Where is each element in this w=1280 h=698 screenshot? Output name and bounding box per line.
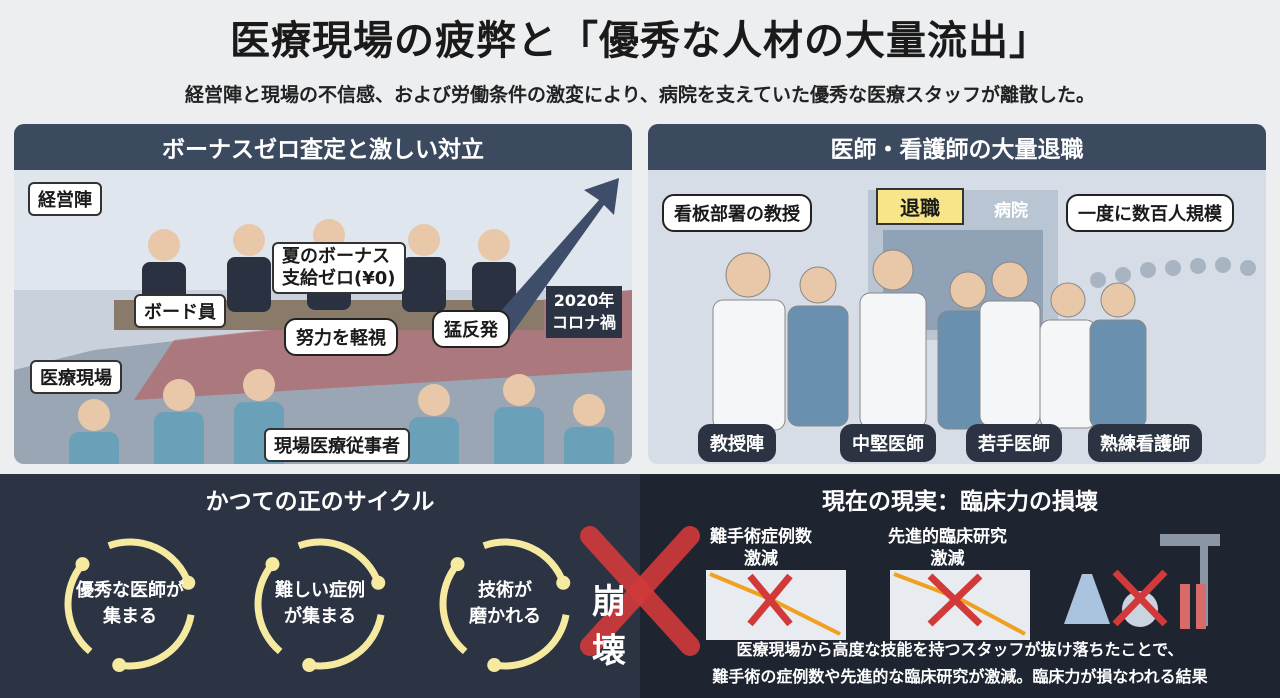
board-member-tag: ボード員: [134, 294, 226, 328]
frontline-staff-tag: 現場医療従事者: [264, 428, 410, 462]
research-decline-chart: [890, 570, 1030, 640]
decline-charts: [706, 534, 1220, 640]
disregard-bubble: 努力を軽視: [284, 318, 398, 356]
conclusion-line-2: 難手術の症例数や先進的な臨床研究が激減。臨床力が損なわれる結果: [712, 667, 1208, 686]
frontline-tag: 医療現場: [30, 360, 122, 394]
cycle-arrow-icon: [482, 538, 567, 585]
cycle-arrowhead: [371, 575, 386, 590]
resign-sign: 退職: [876, 188, 964, 225]
staff-label: 中堅医師: [840, 424, 936, 462]
cycle-arrowhead: [487, 658, 502, 673]
cycle-diagram: [64, 538, 571, 673]
page-subtitle: 経営陣と現場の不信感、および労働条件の激変により、病院を支えていた優秀な医療スタ…: [185, 84, 1095, 106]
boardroom-illustration: [14, 170, 632, 464]
lab-flask-icon: [1064, 534, 1220, 629]
bonus-conflict-panel-title: ボーナスゼロ査定と激しい対立: [14, 124, 632, 170]
backlash-bubble: 猛反発: [432, 310, 510, 348]
year-badge: 2020年 コロナ禍: [546, 286, 622, 338]
staff-label: 教授陣: [698, 424, 776, 462]
positive-cycle-title: かつての正のサイクル: [205, 489, 435, 515]
cycle-arrowhead: [265, 557, 280, 572]
staff-label: 熟練看護師: [1088, 424, 1202, 462]
bonus-notice: 夏のボーナス 支給ゼロ(¥0): [272, 242, 406, 294]
mass-resignation-panel: 医師・看護師の大量退職 看板部署の教授 退職 病院 一度に数百人規模 教授陣 中堅…: [648, 124, 1266, 464]
professor-bubble: 看板部署の教授: [662, 194, 812, 232]
cycle-step-label: 難しい症例 が集まる: [275, 580, 365, 627]
staff-label: 若手医師: [966, 424, 1062, 462]
cycle-arrow-icon: [254, 561, 283, 655]
cycle-arrow-icon: [308, 614, 385, 670]
current-reality-section: 現在の現実：臨床力の損壊 難手術症例数 激減 先進的臨床研究 激減: [640, 474, 1280, 698]
cycle-step-label: 技術が 磨かれる: [469, 580, 541, 627]
surgery-decline-chart: [706, 570, 846, 640]
cycle-arrowhead: [75, 557, 90, 572]
scale-bubble: 一度に数百人規模: [1066, 194, 1234, 232]
cycle-arrow-icon: [107, 538, 192, 585]
cycle-step-label: 優秀な医師が 集まる: [76, 580, 184, 627]
cycle-arrowhead: [181, 575, 196, 590]
cycle-arrow-icon: [64, 561, 93, 655]
cycle-arrowhead: [450, 557, 465, 572]
cycle-arrowhead: [112, 658, 127, 673]
page-title: 医療現場の疲弊と「優秀な人材の大量流出」: [230, 18, 1050, 64]
surgery-decline-label: 難手術症例数 激減: [710, 527, 812, 569]
cycle-arrow-icon: [439, 561, 468, 655]
current-reality-title: 現在の現実：臨床力の損壊: [822, 489, 1098, 515]
cycle-arrowhead: [556, 575, 571, 590]
collapse-cross-icon: [580, 526, 700, 656]
research-decline-label: 先進的臨床研究 激減: [888, 527, 1007, 569]
conclusion-line-1: 医療現場から高度な技能を持つスタッフが抜け落ちたことで、: [736, 640, 1184, 659]
cycle-arrow-icon: [297, 538, 382, 585]
positive-cycle-section: かつての正のサイクル 優秀な医師が 集まる難しい症例 が集まる技術が 磨かれる …: [0, 474, 640, 698]
cycle-arrowhead: [302, 658, 317, 673]
conclusion-text: 医療現場から高度な技能を持つスタッフが抜け落ちたことで、 難手術の症例数や先進的…: [640, 636, 1280, 690]
management-tag: 経営陣: [28, 182, 102, 216]
mass-resignation-panel-title: 医師・看護師の大量退職: [648, 124, 1266, 170]
collapse-label: 崩壊: [592, 582, 626, 671]
bonus-conflict-panel: ボーナスゼロ査定と激しい対立 経営陣 ボード員 夏のボーナス 支給ゼロ(¥0) …: [14, 124, 632, 464]
cycle-arrow-icon: [118, 614, 195, 670]
hospital-sign: 病院: [994, 201, 1028, 221]
cycle-arrow-icon: [493, 614, 570, 670]
